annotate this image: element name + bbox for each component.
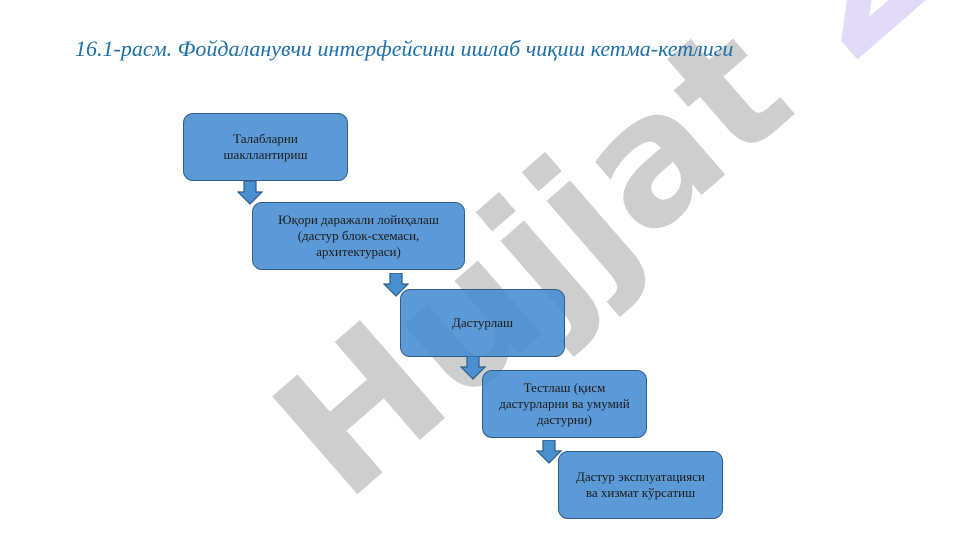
step-label: Дастур эксплуатацияси ва хизмат кўрсатиш bbox=[576, 468, 705, 500]
page-title: 16.1-расм. Фойдаланувчи интерфейсини ишл… bbox=[75, 36, 734, 61]
step-label: Юқори даражали лойиҳалаш (дастур блок-сх… bbox=[278, 211, 439, 260]
step-maintenance: Дастур эксплуатацияси ва хизмат кўрсатиш bbox=[558, 451, 723, 519]
step-label: Тестлаш (қисм дастурларни ва умумий даст… bbox=[499, 379, 630, 428]
down-arrow-icon bbox=[536, 440, 562, 464]
down-arrow-icon bbox=[237, 181, 263, 205]
step-programming: Дастурлаш bbox=[400, 289, 565, 357]
down-arrow-icon bbox=[383, 273, 409, 297]
down-arrow-icon bbox=[460, 356, 486, 380]
step-label: Дастурлаш bbox=[451, 314, 513, 330]
step-testing: Тестлаш (қисм дастурларни ва умумий даст… bbox=[482, 370, 647, 438]
step-requirements: Талабларни шакллантириш bbox=[183, 113, 348, 181]
step-label: Талабларни шакллантириш bbox=[223, 130, 308, 162]
watermark-accent: 24 bbox=[692, 0, 961, 141]
step-high-level-design: Юқори даражали лойиҳалаш (дастур блок-сх… bbox=[252, 202, 465, 270]
